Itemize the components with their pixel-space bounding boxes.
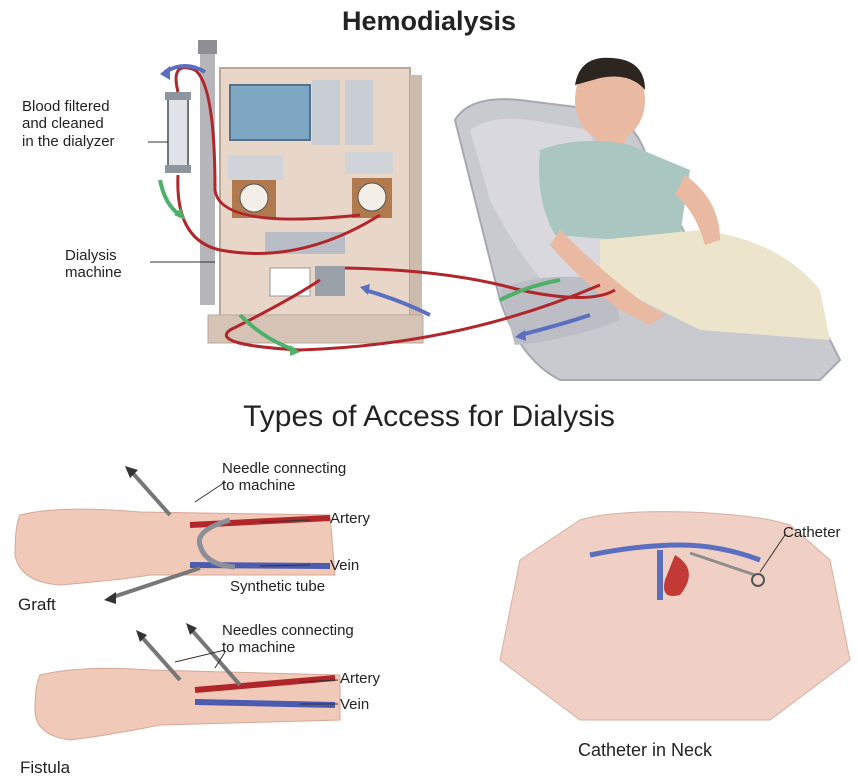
dialyzer-label: Blood filtered and cleaned in the dialyz… <box>22 98 115 150</box>
graft-artery-label: Artery <box>330 510 370 527</box>
fistula-needles-label-line1: Needles connecting <box>222 622 354 639</box>
fistula-artery-label: Artery <box>340 670 380 687</box>
catheter-neck-label: Catheter in Neck <box>578 740 712 761</box>
fistula-label: Fistula <box>20 758 70 778</box>
graft-needle-label-line2: to machine <box>222 477 346 494</box>
dialyzer-label-line3: in the dialyzer <box>22 133 115 150</box>
graft-needle-label: Needle connecting to machine <box>222 460 346 495</box>
dialyzer-label-line2: and cleaned <box>22 115 115 132</box>
machine-label-line1: Dialysis <box>65 247 122 264</box>
graft-needle-label-line1: Needle connecting <box>222 460 346 477</box>
fistula-needles-label-line2: to machine <box>222 639 354 656</box>
machine-label: Dialysis machine <box>65 247 122 282</box>
torso-figure <box>500 512 850 720</box>
fistula-needles-label: Needles connecting to machine <box>222 622 354 657</box>
synthetic-tube-label: Synthetic tube <box>230 578 325 595</box>
graft-label: Graft <box>18 595 56 615</box>
dialyzer-label-line1: Blood filtered <box>22 98 115 115</box>
graft-vein-label: Vein <box>330 557 359 574</box>
dialyzer-cartridge <box>165 92 191 173</box>
machine-label-line2: machine <box>65 264 122 281</box>
catheter-label: Catheter <box>783 524 841 541</box>
fistula-vein-label: Vein <box>340 696 369 713</box>
